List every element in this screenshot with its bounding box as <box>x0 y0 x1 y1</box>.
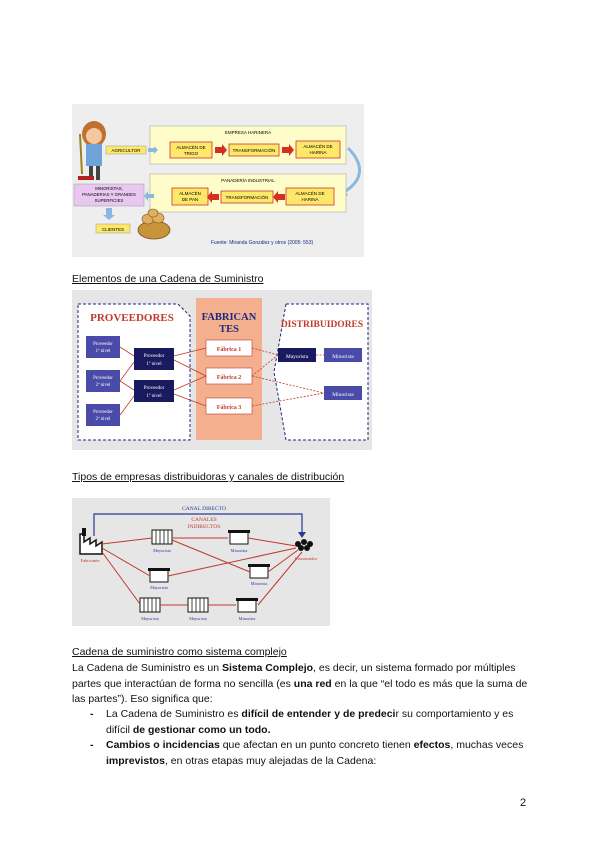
transformacion-bottom-label: TRANSFORMACIÓN <box>226 194 269 200</box>
proveedor-1nivel-b: Proveedor 1º nivel <box>134 380 174 402</box>
svg-text:Proveedor: Proveedor <box>93 342 113 347</box>
fabrica-3: Fábrica 3 <box>205 397 253 415</box>
almacen-pan-label: ALMACÉN <box>179 190 201 196</box>
canal-directo-label: CANAL DIRECTO <box>182 506 226 512</box>
fabrica-2: Fábrica 2 <box>205 367 253 385</box>
minorista-box-1: Minorista <box>324 348 362 362</box>
store-node-5: Mayorista <box>139 597 161 621</box>
store-node-6: Mayorista <box>187 597 209 621</box>
heading-tipos: Tipos de empresas distribuidoras y canal… <box>72 471 345 483</box>
factory-icon <box>79 528 103 555</box>
fabricantes-title: FABRICAN <box>202 312 257 323</box>
svg-text:Proveedor: Proveedor <box>93 376 113 381</box>
minorista-box-2: Minorista <box>324 386 362 400</box>
mayorista-box: Mayorista <box>278 348 316 362</box>
svg-text:Proveedor: Proveedor <box>93 410 113 415</box>
svg-text:Minorista: Minorista <box>332 392 354 398</box>
svg-text:Mayorista: Mayorista <box>141 616 159 621</box>
svg-text:Minorista: Minorista <box>332 354 354 360</box>
svg-text:Proveedor: Proveedor <box>144 386 165 391</box>
proveedor-2nivel-a: Proveedor 1º nivel <box>86 336 120 358</box>
svg-text:SUPERFICIES: SUPERFICIES <box>95 198 124 203</box>
store-node-4: Minorista <box>248 564 270 586</box>
almacen-harina-top-label: ALMACÉN DE <box>303 143 332 149</box>
store-node-1: Mayorista <box>151 529 173 553</box>
svg-text:HARINA: HARINA <box>309 150 326 155</box>
heading-sistema-complejo: Cadena de suministro como sistema comple… <box>72 646 287 658</box>
svg-text:1º nivel: 1º nivel <box>96 348 111 354</box>
svg-text:TES: TES <box>219 324 239 335</box>
svg-text:Minorista: Minorista <box>231 548 248 553</box>
almacen-trigo-label: ALMACÉN DE <box>176 144 205 150</box>
proveedores-title: PROVEEDORES <box>90 312 174 324</box>
proveedor-2nivel-b: Proveedor 2º nivel <box>86 370 120 392</box>
heading-elementos: Elementos de una Cadena de Suministro <box>72 273 264 285</box>
distribution-channels-diagram: CANAL DIRECTO CANALES INDIRECTOS Fabrica… <box>72 498 330 626</box>
farmer-illustration <box>78 121 106 180</box>
fuente-label: Fuente: Miranda González y otros (2005: … <box>211 240 314 246</box>
fabrica-1: Fábrica 1 <box>205 339 253 357</box>
fabricante-label: Fabricante <box>81 558 100 563</box>
store-node-2: Minorista <box>228 530 250 553</box>
store-node-7: Minorista <box>236 598 258 621</box>
svg-text:Mayorista: Mayorista <box>189 616 207 621</box>
store-node-3: Mayorista <box>148 568 170 590</box>
svg-text:Mayorista: Mayorista <box>286 354 309 360</box>
bullet-item-1: La Cadena de Suministro es difícil de en… <box>88 707 532 738</box>
svg-text:DE PAN: DE PAN <box>182 197 198 202</box>
proveedor-1nivel-a: Proveedor 1º nivel <box>134 348 174 370</box>
svg-text:Minorista: Minorista <box>239 616 256 621</box>
transformacion-top-label: TRANSFORMACIÓN <box>233 147 276 153</box>
svg-text:TRIGO: TRIGO <box>184 151 199 156</box>
page-number: 2 <box>520 797 527 809</box>
empresa-harinera-label: EMPRESA HARINERA <box>225 130 271 135</box>
bread-basket-illustration <box>137 208 171 240</box>
svg-text:Fábrica 3: Fábrica 3 <box>217 405 242 411</box>
minoristas-label: MINORISTAS, <box>95 186 123 191</box>
clientes-label: CLIENTES <box>102 227 124 232</box>
svg-text:Fábrica 2: Fábrica 2 <box>217 375 242 381</box>
svg-text:Mayorista: Mayorista <box>150 585 168 590</box>
bread-supply-chain-diagram: EMPRESA HARINERA ALMACÉN DE TRIGO TRANSF… <box>72 104 364 257</box>
svg-text:PANADERIAS Y GRANDES: PANADERIAS Y GRANDES <box>82 192 136 197</box>
svg-text:Minorista: Minorista <box>251 581 268 586</box>
distribuidores-title: DISTRIBUIDORES <box>281 320 363 330</box>
agricultor-label: AGRICULTOR <box>111 148 141 153</box>
almacen-harina-bottom-label: ALMACÉN DE <box>295 190 324 196</box>
proveedor-2nivel-c: Proveedor 2º nivel <box>86 404 120 426</box>
bullet-item-2: Cambios o incidencias que afectan en un … <box>88 738 532 769</box>
svg-text:1º nivel: 1º nivel <box>146 393 162 399</box>
panaderia-industrial-label: PANADERÍA INDUSTRIAL <box>221 177 275 183</box>
svg-text:Fábrica 1: Fábrica 1 <box>217 347 242 353</box>
una-red-bold: una red <box>293 677 332 690</box>
svg-text:2º nivel: 2º nivel <box>96 416 111 422</box>
svg-text:HARINA: HARINA <box>301 197 318 202</box>
bullet-list: La Cadena de Suministro es difícil de en… <box>88 707 532 769</box>
intro-paragraph: La Cadena de Suministro es un Sistema Co… <box>72 662 528 705</box>
svg-text:1º nivel: 1º nivel <box>146 361 162 367</box>
consumidor-label: Consumidor <box>295 556 318 561</box>
svg-text:Proveedor: Proveedor <box>144 354 165 359</box>
canales-indirectos-label: CANALES <box>191 517 216 523</box>
svg-text:INDIRECTOS: INDIRECTOS <box>188 524 221 530</box>
svg-text:Mayorista: Mayorista <box>153 548 171 553</box>
svg-text:2º nivel: 2º nivel <box>96 382 111 388</box>
supply-chain-elements-diagram: PROVEEDORES DISTRIBUIDORES FABRICAN TES … <box>72 290 372 450</box>
sistema-complejo-bold: Sistema Complejo <box>222 662 314 674</box>
people-icon <box>295 539 313 551</box>
